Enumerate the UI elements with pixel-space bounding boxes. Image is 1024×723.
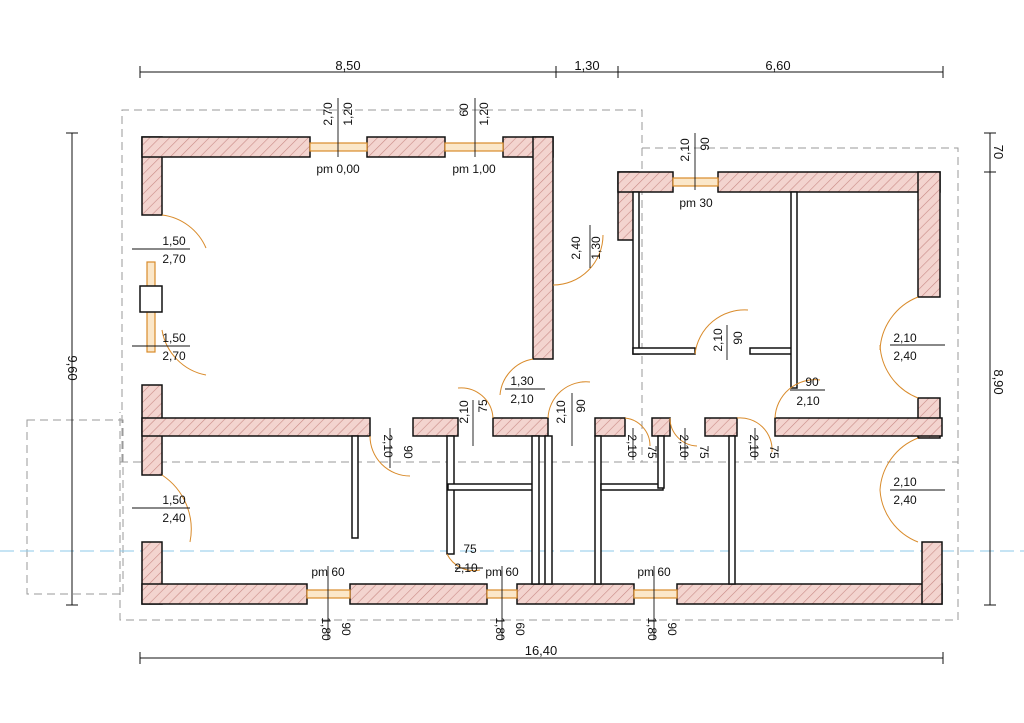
door-75b-height: 2,10 [625, 434, 639, 458]
interior-walls [141, 191, 943, 585]
top-dimension-right: 6,60 [765, 58, 790, 73]
window-6-sill: pm 60 [637, 565, 671, 579]
left-dimension: 9,60 [65, 355, 80, 380]
label-leaders [132, 98, 945, 640]
window-1-height: 2,70 [321, 102, 335, 126]
door-left-2-height: 2,70 [162, 349, 186, 363]
door-75c-height: 2,10 [677, 434, 691, 458]
door-75a-width: 75 [476, 399, 490, 413]
door-right-1-width: 2,10 [893, 331, 917, 345]
door-entry-width: 1,30 [510, 374, 534, 388]
window-5-height: 1,80 [493, 617, 507, 641]
door-swings [161, 214, 919, 572]
door-90a-height: 2,10 [381, 434, 395, 458]
window-4-width: 90 [339, 622, 353, 636]
door-90b-width: 90 [574, 399, 588, 413]
door-left-1-height: 2,70 [162, 252, 186, 266]
top-dimension-middle: 1,30 [574, 58, 599, 73]
window-6-width: 90 [665, 622, 679, 636]
door-bath-width: 75 [463, 542, 477, 556]
door-right-1-height: 2,40 [893, 349, 917, 363]
window-1-sill: pm 0,00 [316, 162, 360, 176]
door-bedroom-height: 2,10 [711, 328, 725, 352]
door-75d-height: 2,10 [747, 434, 761, 458]
window-2-sill: pm 1,00 [452, 162, 496, 176]
bottom-dimension: 16,40 [525, 643, 558, 658]
door-left-3-height: 2,40 [162, 511, 186, 525]
window-4-height: 1,80 [319, 617, 333, 641]
door-inner-1-height: 2,10 [796, 394, 820, 408]
door-left-3-width: 1,50 [162, 493, 186, 507]
window-5-width: 60 [513, 622, 527, 636]
door-link-width: 1,30 [589, 236, 603, 260]
window-1-width: 1,20 [341, 102, 355, 126]
door-bedroom-width: 90 [731, 331, 745, 345]
window-2-height: 60 [457, 103, 471, 117]
window-6-height: 1,80 [645, 617, 659, 641]
door-right-2-width: 2,10 [893, 475, 917, 489]
door-75b-width: 75 [645, 445, 659, 459]
door-75a-height: 2,10 [457, 400, 471, 424]
window-3-width: 90 [698, 137, 712, 151]
top-dimension-left: 8,50 [335, 58, 360, 73]
door-90a-width: 90 [401, 445, 415, 459]
window-4-sill: pm 60 [311, 565, 345, 579]
right-dimension-top: 70 [991, 145, 1006, 159]
dimension-lines [66, 66, 996, 664]
door-link-height: 2,40 [569, 236, 583, 260]
door-90b-height: 2,10 [554, 400, 568, 424]
window-5-sill: pm 60 [485, 565, 519, 579]
door-entry-height: 2,10 [510, 392, 534, 406]
door-75c-width: 75 [697, 445, 711, 459]
door-left-1-width: 1,50 [162, 234, 186, 248]
door-left-2-width: 1,50 [162, 331, 186, 345]
door-right-2-height: 2,40 [893, 493, 917, 507]
door-inner-1-width: 90 [805, 375, 819, 389]
window-3-sill: pm 30 [679, 196, 713, 210]
window-2-width: 1,20 [477, 102, 491, 126]
chimney [139, 285, 163, 313]
right-dimension-main: 8,90 [991, 369, 1006, 394]
door-bath-height: 2,10 [454, 561, 478, 575]
window-3-height: 2,10 [678, 138, 692, 162]
exterior-walls [141, 136, 943, 605]
door-75d-width: 75 [767, 445, 781, 459]
